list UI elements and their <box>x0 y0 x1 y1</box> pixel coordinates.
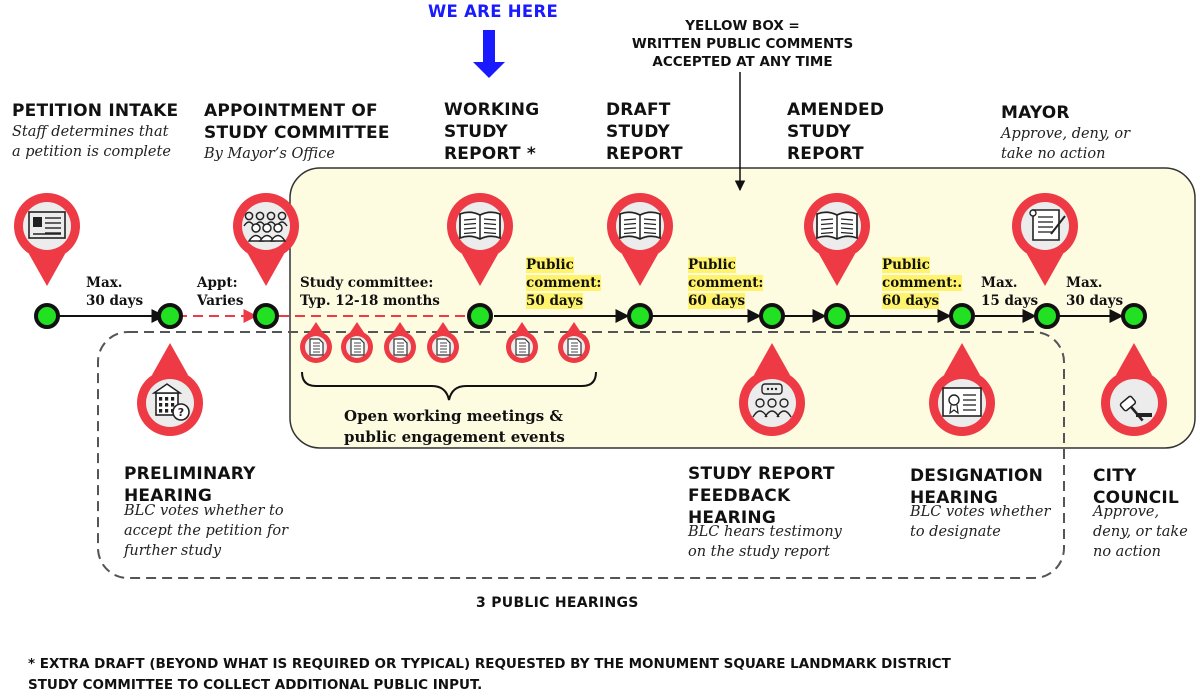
appt-varies-label: Appt: Varies <box>197 275 244 309</box>
feedback-hearing-desc: BLC hears testimony on the study report <box>688 524 842 560</box>
book-icon <box>619 211 661 240</box>
meeting-event-pin <box>558 322 590 363</box>
appointment-pin <box>233 193 299 286</box>
amended-report-title: AMENDED STUDY REPORT <box>787 100 885 164</box>
mayor-title: MAYOR <box>1001 103 1070 123</box>
appointment-desc: By Mayor’s Office <box>204 146 335 162</box>
max-30-days-b-label: Max. 30 days <box>1066 275 1124 309</box>
city-council-title: CITY COUNCIL <box>1093 466 1179 508</box>
book-icon <box>816 211 858 240</box>
designation-hearing-pin <box>929 343 995 436</box>
document-small-icon <box>309 338 324 356</box>
meeting-event-pin <box>384 322 416 363</box>
public-comment-60-a-label: Public comment: 60 days <box>688 256 764 310</box>
mayor-pin <box>1012 193 1078 286</box>
audience-icon <box>752 383 792 418</box>
public-hearings-label: 3 PUBLIC HEARINGS <box>476 595 639 611</box>
document-icon <box>28 211 66 239</box>
certificate-icon <box>942 387 982 417</box>
meetings-label: Open working meetings & public engagemen… <box>344 407 565 446</box>
feedback-hearing-title: STUDY REPORT FEEDBACK HEARING <box>688 464 835 528</box>
draft-report-title: DRAFT STUDY REPORT <box>606 100 683 164</box>
designation-hearing-title: DESIGNATION HEARING <box>910 466 1044 508</box>
petition-intake-title: PETITION INTAKE <box>12 101 179 121</box>
building-icon: ? <box>151 383 190 421</box>
scroll-icon <box>1029 209 1066 241</box>
petition-intake-desc: Staff determines that a petition is comp… <box>12 124 171 160</box>
timeline-node-intake <box>34 303 60 329</box>
city-council-desc: Approve, deny, or take no action <box>1093 504 1188 560</box>
public-hearings-box <box>97 331 1065 579</box>
preliminary-hearing-desc: BLC votes whether to accept the petition… <box>124 503 289 559</box>
book-icon <box>459 211 501 240</box>
preliminary-hearing-pin: ? <box>137 343 203 436</box>
meeting-event-pin <box>300 322 332 363</box>
footnote: * EXTRA DRAFT (BEYOND WHAT IS REQUIRED O… <box>28 656 951 693</box>
draft-report-pin <box>607 193 673 286</box>
gavel-icon <box>1119 395 1152 422</box>
city-council-pin <box>1101 343 1167 436</box>
feedback-hearing-pin <box>739 343 805 436</box>
timeline-node-appointment <box>253 303 279 329</box>
we-are-here-arrow-icon <box>473 30 505 78</box>
working-report-pin <box>447 193 513 286</box>
document-small-icon <box>436 338 451 356</box>
public-comment-50-label: Public comment: 50 days <box>526 256 602 310</box>
public-comment-60-a-text: Public comment: 60 days <box>688 257 764 309</box>
svg-text:?: ? <box>178 406 184 419</box>
document-small-icon <box>393 338 408 356</box>
working-report-title: WORKING STUDY REPORT * <box>444 100 540 164</box>
public-comment-60-b-label: Public comment:. 60 days <box>882 256 963 310</box>
timeline-node-designation <box>949 303 975 329</box>
mayor-desc: Approve, deny, or take no action <box>1001 126 1131 162</box>
people-icon <box>243 211 288 242</box>
meeting-event-pin <box>427 322 459 363</box>
meetings-brace <box>301 371 597 401</box>
document-small-icon <box>567 338 582 356</box>
timeline-node-preliminary <box>157 303 183 329</box>
preliminary-hearing-title: PRELIMINARY HEARING <box>124 464 256 506</box>
study-committee-label: Study committee: Typ. 12-18 months <box>300 275 440 309</box>
timeline-node-working <box>467 303 493 329</box>
document-small-icon <box>350 338 365 356</box>
we-are-here-label: WE ARE HERE <box>428 2 559 21</box>
document-small-icon <box>515 338 530 356</box>
meeting-event-pin <box>341 322 373 363</box>
timeline-node-feedback <box>759 303 785 329</box>
timeline-node-mayor <box>1034 303 1060 329</box>
yellow-box-note: YELLOW BOX = WRITTEN PUBLIC COMMENTS ACC… <box>631 18 854 70</box>
meeting-event-pin <box>506 322 538 363</box>
timeline-node-amended <box>824 303 850 329</box>
amended-report-pin <box>804 193 870 286</box>
timeline-node-draft <box>627 303 653 329</box>
max-30-days-label: Max. 30 days <box>86 275 144 309</box>
public-comment-60-b-text: Public comment:. 60 days <box>882 257 963 309</box>
public-comment-50-text: Public comment: 50 days <box>526 257 602 309</box>
designation-hearing-desc: BLC votes whether to designate <box>910 504 1051 540</box>
timeline-node-council <box>1121 303 1147 329</box>
max-15-days-label: Max. 15 days <box>981 275 1039 309</box>
appointment-title: APPOINTMENT OF STUDY COMMITTEE <box>204 101 390 143</box>
petition-intake-pin <box>14 193 80 286</box>
